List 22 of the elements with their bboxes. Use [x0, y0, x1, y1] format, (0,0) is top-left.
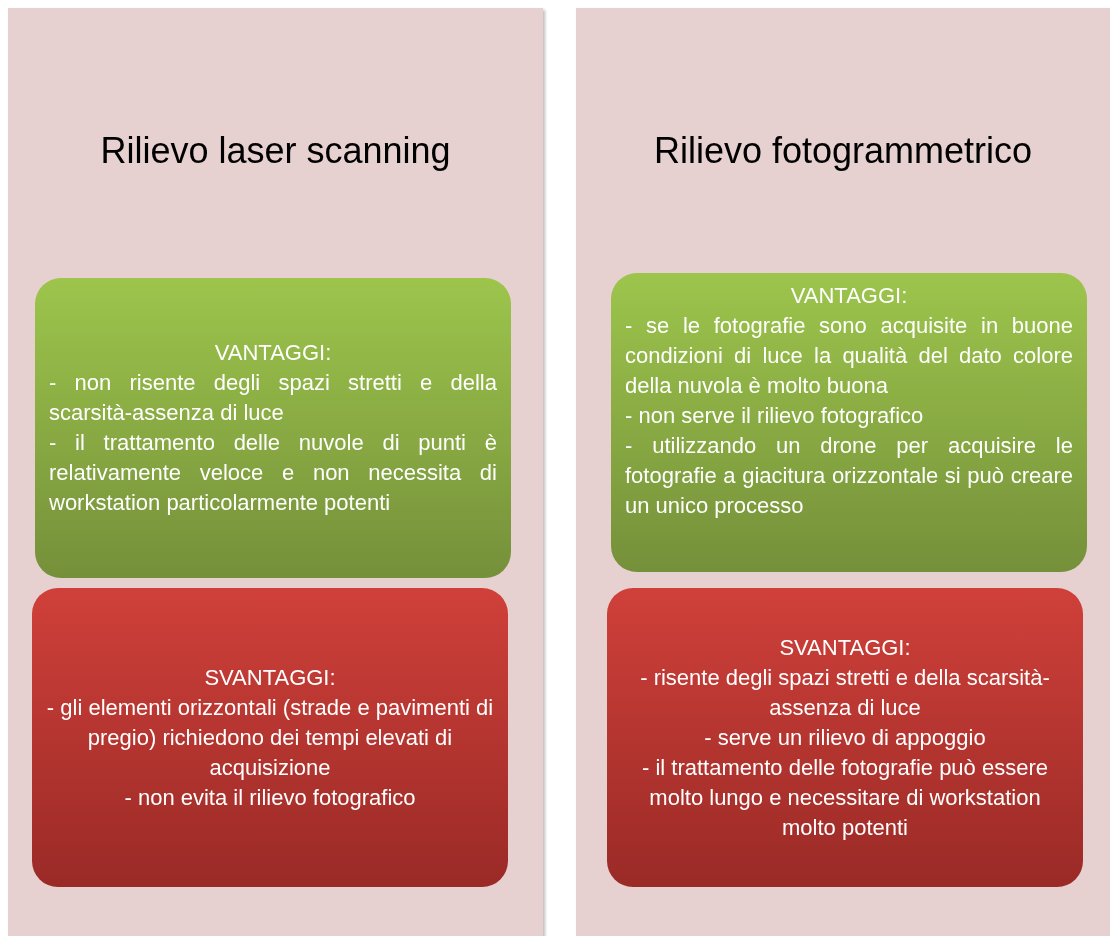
list-item: - non evita il rilievo fotografico: [123, 783, 417, 812]
list-item: - il trattamento delle fotografie può essere molto lungo e necessitare di workstation molto potenti: [641, 753, 1049, 842]
advantages-card: [35, 278, 511, 578]
column-title: Rilievo fotogrammetrico: [652, 130, 1034, 172]
list-item: - non serve il rilievo fotografico: [625, 402, 925, 430]
list-item: - il trattamento delle nuvole di punti è relativamente veloce e non necessita di workstation particolarmente potenti: [49, 429, 497, 517]
card-heading: SVANTAGGI:: [778, 633, 912, 662]
list-item: - utilizzando un drone per acquisire le fotografie a giacitura orizzontale si può creare un unico processo: [625, 432, 1073, 520]
column-title: Rilievo laser scanning: [99, 130, 452, 172]
card-heading: VANTAGGI:: [213, 339, 333, 367]
advantages-card: [611, 273, 1087, 572]
list-item: - gli elementi orizzontali (strade e pavimenti di pregio) richiedono dei tempi elevati di acquisizione: [46, 693, 494, 782]
disadvantages-card: [32, 588, 508, 887]
card-heading: VANTAGGI:: [789, 282, 909, 310]
column-panel: [576, 8, 1110, 936]
list-item: - serve un rilievo di appoggio: [703, 723, 987, 752]
disadvantages-card: [607, 588, 1083, 887]
card-heading: SVANTAGGI:: [203, 663, 337, 692]
column-panel: [8, 8, 543, 936]
list-item: - non risente degli spazi stretti e della scarsità-assenza di luce: [49, 369, 497, 427]
list-item: - risente degli spazi stretti e della scarsità-assenza di luce: [639, 663, 1051, 722]
list-item: - se le fotografie sono acquisite in buone condizioni di luce la qualità del dato colore della nuvola è molto buona: [625, 312, 1073, 400]
